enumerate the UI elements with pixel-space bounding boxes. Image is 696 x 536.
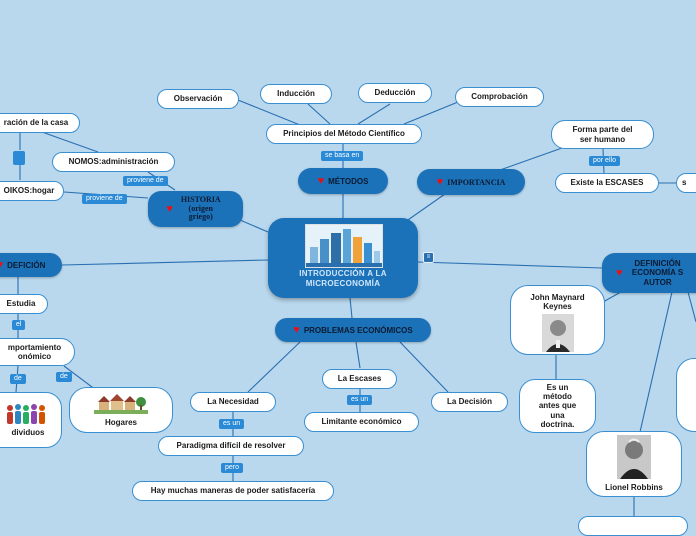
node-escases[interactable]: Existe la ESCASES xyxy=(555,173,659,193)
heart-icon: ♥ xyxy=(616,266,623,279)
link-es-un-1: es un xyxy=(219,419,245,430)
link-por-ello: por ello xyxy=(589,156,620,167)
node-comprobacion[interactable]: Comprobación xyxy=(455,87,544,107)
central-topic[interactable]: INTRODUCCIÓN A LA MICROECONOMÍA xyxy=(268,218,418,298)
link-proviene-de-1: proviene de xyxy=(123,176,168,187)
node-deduccion[interactable]: Deducción xyxy=(358,83,432,103)
node-hogares[interactable]: Hogares xyxy=(69,387,173,433)
village-icon xyxy=(94,394,148,415)
heart-icon: ♥ xyxy=(317,174,325,187)
branch-metodos[interactable]: ♥MÉTODOS xyxy=(298,168,388,194)
node-comportamiento[interactable]: mportamiento onómico xyxy=(0,338,75,366)
node-cut-right-bottom[interactable] xyxy=(676,358,696,432)
node-nomos[interactable]: NOMOS:administración xyxy=(52,152,175,172)
branch-importancia[interactable]: ♥IMPORTANCIA xyxy=(417,169,525,195)
node-keynes[interactable]: John Maynard Keynes xyxy=(510,285,605,355)
node-maneras[interactable]: Hay muchas maneras de poder satisfacería xyxy=(132,481,334,501)
node-estudia[interactable]: Estudia xyxy=(0,294,48,314)
node-forma-parte[interactable]: Forma parte del ser humano xyxy=(551,120,654,149)
node-limitante[interactable]: Limitante económico xyxy=(304,412,419,432)
link-el: el xyxy=(12,320,26,331)
node-principios[interactable]: Principios del Método Científico xyxy=(266,124,422,144)
node-individuos[interactable]: dividuos xyxy=(0,392,62,448)
node-administracion-casa[interactable]: ración de la casa xyxy=(0,113,80,133)
note-icon[interactable]: ≡ xyxy=(423,252,434,263)
node-keynes-note[interactable]: Es un método antes que una doctrina. xyxy=(519,379,596,433)
link-de-1: de xyxy=(10,374,26,385)
link-proviene-de-2: proviene de xyxy=(82,194,127,205)
node-cut-right[interactable]: s xyxy=(676,173,696,193)
node-induccion[interactable]: Inducción xyxy=(260,84,332,104)
branch-historia[interactable]: ♥HISTORIA (origen griego) xyxy=(148,191,243,227)
city-illustration xyxy=(305,224,383,268)
branch-definicion-right[interactable]: ♥DEFINICIÓN ECONOMÍA S AUTOR xyxy=(602,253,696,293)
heart-icon: ♥ xyxy=(0,259,3,271)
crowd-icon xyxy=(7,404,45,425)
node-oikos[interactable]: OIKOS:hogar xyxy=(0,181,64,201)
heart-icon: ♥ xyxy=(436,175,444,188)
branch-problemas[interactable]: ♥PROBLEMAS ECONÓMICOS xyxy=(275,318,431,342)
node-cut-bottom[interactable] xyxy=(578,516,688,536)
node-decision[interactable]: La Decisión xyxy=(431,392,508,412)
link-de-2: de xyxy=(56,372,72,383)
node-observacion[interactable]: Observación xyxy=(157,89,239,109)
node-robbins[interactable]: Lionel Robbins xyxy=(586,431,682,497)
node-paradigma[interactable]: Paradigma difícil de resolver xyxy=(158,436,304,456)
collapsed-node-marker[interactable] xyxy=(13,151,25,165)
central-title: INTRODUCCIÓN A LA MICROECONOMÍA xyxy=(299,269,387,289)
node-necesidad[interactable]: La Necesidad xyxy=(190,392,276,412)
heart-icon: ♥ xyxy=(293,323,300,336)
link-es-un-2: es un xyxy=(347,395,373,406)
link-pero: pero xyxy=(221,463,244,474)
link-se-basa-en: se basa en xyxy=(321,151,364,162)
keynes-portrait-icon xyxy=(541,314,574,353)
heart-icon: ♥ xyxy=(166,202,173,215)
branch-definicion-left[interactable]: ♥DEFICIÓN xyxy=(0,253,62,277)
node-escasez[interactable]: La Escases xyxy=(322,369,397,389)
robbins-portrait-icon xyxy=(617,435,651,480)
